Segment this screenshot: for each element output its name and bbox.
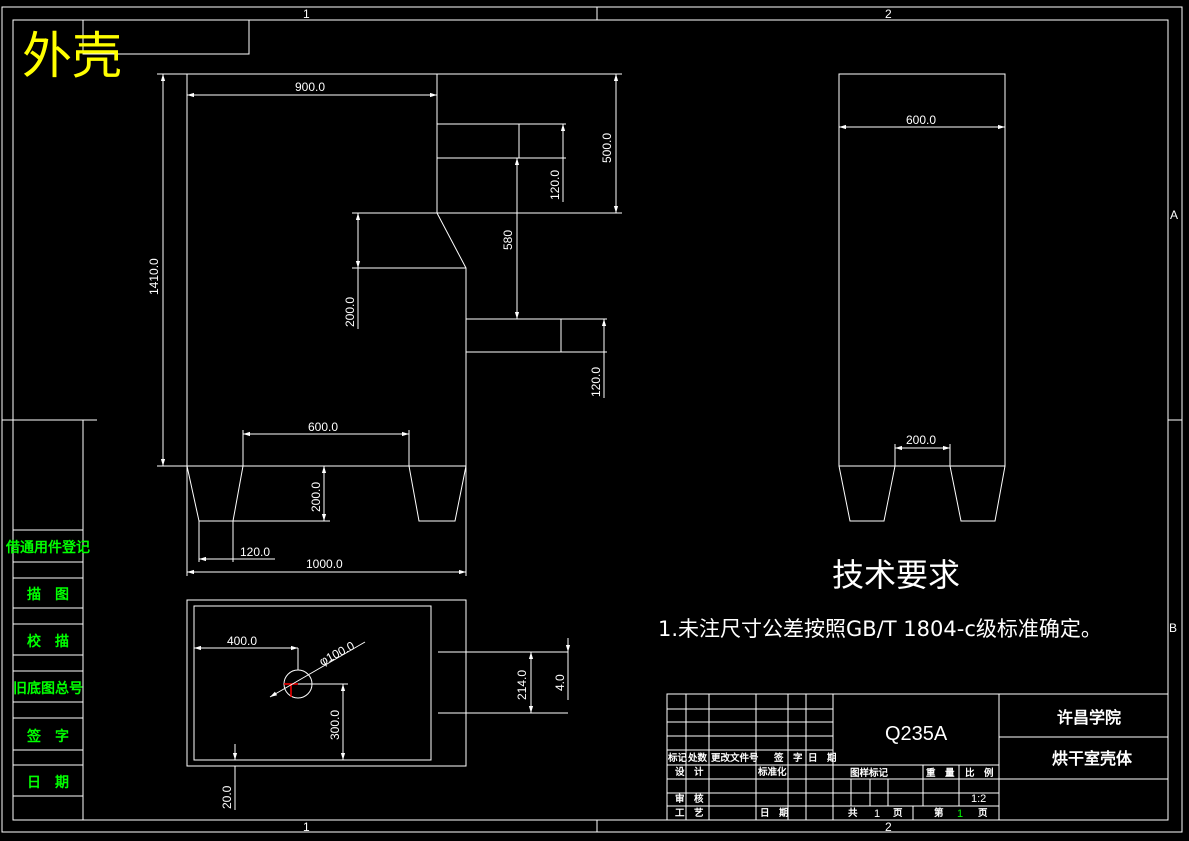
top-view-dimensions — [194, 638, 571, 810]
tb-sheet-label-b: 页 — [978, 808, 988, 819]
tb-weight-label: 重 量 — [926, 767, 955, 779]
dim-front-120-upper: 120.0 — [548, 170, 562, 200]
title-label: 外壳 — [22, 27, 122, 85]
dim-top-400: 400.0 — [227, 634, 257, 648]
tb-standardize-label: 标准化 — [757, 766, 787, 778]
dim-front-120-leg: 120.0 — [240, 545, 270, 559]
tb-total-label-a: 共 — [848, 807, 858, 819]
zone-col-2-top: 2 — [885, 7, 892, 21]
zone-row-b: B — [1169, 621, 1177, 635]
dim-front-120-lower: 120.0 — [589, 367, 603, 397]
rev-header-mark: 标记 — [667, 752, 688, 764]
top-view-center-mark — [284, 683, 298, 697]
tech-requirements-note: 1.未注尺寸公差按照GB/T 1804-c级标准确定。 — [658, 617, 1102, 641]
dim-front-1410: 1410.0 — [147, 258, 161, 295]
tb-process-label: 工 艺 — [675, 807, 704, 819]
tb-review-label: 审 核 — [675, 793, 704, 805]
tech-requirements-heading: 技术要求 — [832, 556, 960, 594]
dim-front-580: 580 — [501, 230, 515, 250]
side-view-dimensions — [839, 124, 1005, 466]
tb-sheet-label-a: 第 — [934, 807, 944, 819]
tb-total-value: 1 — [874, 808, 880, 820]
stamp-borrowed-parts: 借通用件登记 — [5, 539, 90, 555]
dim-side-600: 600.0 — [906, 113, 936, 127]
stamp-traced: 描 图 — [27, 586, 69, 602]
stamp-old-drawing-no: 旧底图总号 — [13, 680, 83, 696]
zone-col-2-bottom: 2 — [885, 820, 892, 834]
stamp-checked: 校 描 — [27, 633, 69, 649]
rev-header-doc-no: 更改文件号 — [711, 752, 759, 764]
title-block-part-name: 烘干室壳体 — [1052, 749, 1133, 768]
dim-front-900: 900.0 — [295, 80, 325, 94]
dim-front-500: 500.0 — [600, 133, 614, 163]
tb-total-label-b: 页 — [893, 808, 903, 819]
title-block-material: Q235A — [885, 723, 948, 745]
tb-sheet-value: 1 — [957, 808, 963, 820]
dim-front-1000: 1000.0 — [306, 557, 343, 571]
tb-stage-mark-label: 图样标记 — [850, 767, 889, 779]
front-view-outline — [186, 73, 607, 522]
title-block-grid — [666, 693, 1169, 821]
stamp-date: 日 期 — [27, 774, 69, 790]
title-label-box — [82, 20, 250, 55]
zone-col-1-bottom: 1 — [303, 820, 310, 834]
dim-top-300: 300.0 — [328, 710, 342, 740]
dim-front-200-leg: 200.0 — [309, 482, 323, 512]
dim-top-214: 214.0 — [515, 670, 529, 700]
title-block-school: 许昌学院 — [1057, 708, 1121, 727]
dim-top-dia100: φ100.0 — [317, 638, 357, 668]
front-view-dimensions — [157, 73, 622, 576]
rev-header-sign: 签 字 — [773, 752, 803, 764]
tb-design-label: 设 计 — [675, 766, 704, 778]
dim-top-20: 20.0 — [220, 785, 234, 809]
dim-side-200: 200.0 — [906, 433, 936, 447]
dim-front-600: 600.0 — [308, 420, 338, 434]
zone-col-1-top: 1 — [303, 7, 310, 21]
rev-header-date: 日 期 — [808, 752, 837, 764]
dim-top-4: 4.0 — [553, 674, 567, 691]
left-stamp-column — [13, 419, 97, 820]
dim-front-200-side: 200.0 — [343, 297, 357, 327]
tb-scale-value: 1:2 — [971, 793, 986, 805]
tb-scale-label: 比 例 — [965, 767, 994, 779]
tb-date-label: 日 期 — [760, 807, 789, 819]
stamp-signature: 签 字 — [26, 728, 69, 744]
top-view-outline — [186, 599, 568, 767]
side-view-outline — [838, 73, 1006, 522]
rev-header-count: 处数 — [687, 752, 708, 764]
zone-row-a: A — [1170, 208, 1178, 222]
